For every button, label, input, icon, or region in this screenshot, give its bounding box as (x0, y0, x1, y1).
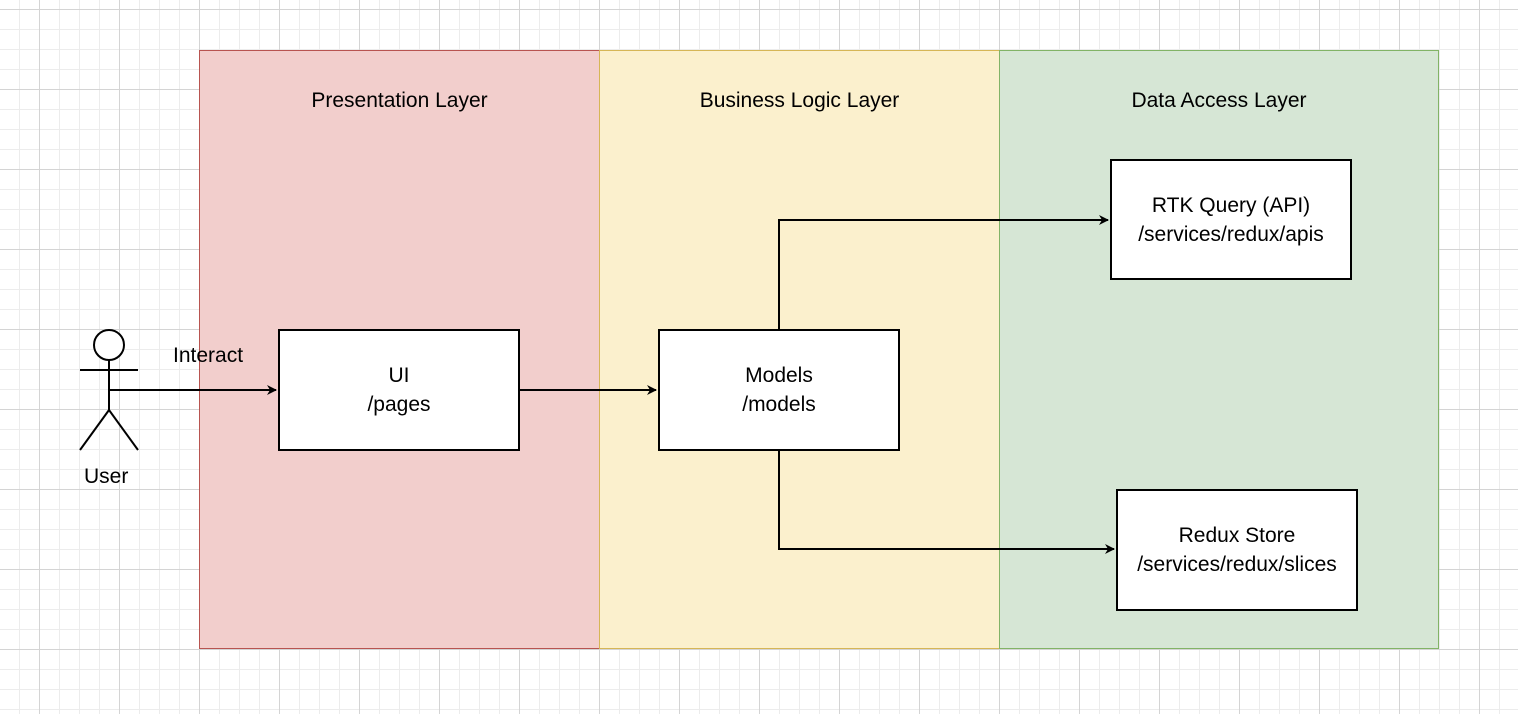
models-to-redux-store-edge[interactable] (778, 451, 1115, 554)
models-node[interactable]: Models /models (658, 329, 900, 451)
user-actor-label: User (84, 465, 129, 488)
redux-store-node-path: /services/redux/slices (1137, 553, 1337, 576)
redux-store-node-title: Redux Store (1178, 524, 1296, 547)
ui-node-title: UI (388, 364, 410, 387)
interact-edge-label: Interact (173, 344, 244, 367)
rtk-query-node-title: RTK Query (API) (1151, 193, 1311, 217)
redux-store-node[interactable]: Redux Store /services/redux/slices (1116, 489, 1358, 611)
rtk-query-node-path: /services/redux/apis (1138, 222, 1324, 246)
ui-node[interactable]: UI /pages (278, 329, 520, 451)
rtk-query-node[interactable]: RTK Query (API) /services/redux/apis (1110, 159, 1352, 280)
business-logic-layer-title: Business Logic Layer (699, 89, 900, 112)
ui-node-path: /pages (367, 393, 431, 416)
presentation-layer-title: Presentation Layer (311, 89, 488, 112)
data-access-layer-title: Data Access Layer (1131, 89, 1307, 112)
models-node-title: Models (745, 364, 813, 387)
models-to-rtk-query-edge[interactable] (778, 215, 1109, 329)
user-actor-icon[interactable] (79, 329, 139, 451)
models-node-path: /models (742, 393, 816, 416)
